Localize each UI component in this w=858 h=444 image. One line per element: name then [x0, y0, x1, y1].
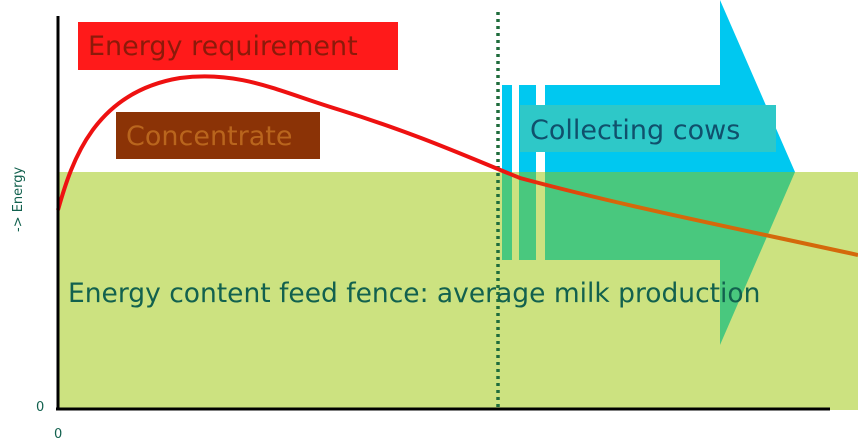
collecting-cows-box	[520, 105, 776, 152]
energy-requirement-curve	[56, 74, 858, 257]
concentrate-box	[116, 112, 320, 159]
feed-fence-label: Energy content feed fence: average milk …	[68, 278, 760, 309]
x-axis-zero-label: 0	[54, 427, 62, 442]
energy-requirement-label: Energy requirement	[88, 31, 358, 62]
energy-requirement-box	[78, 22, 398, 70]
concentrate-label: Concentrate	[126, 121, 292, 152]
y-axis-label: -> Energy	[11, 166, 26, 232]
collecting-cows-label: Collecting cows	[530, 115, 740, 146]
y-axis-zero-label: 0	[36, 400, 44, 415]
